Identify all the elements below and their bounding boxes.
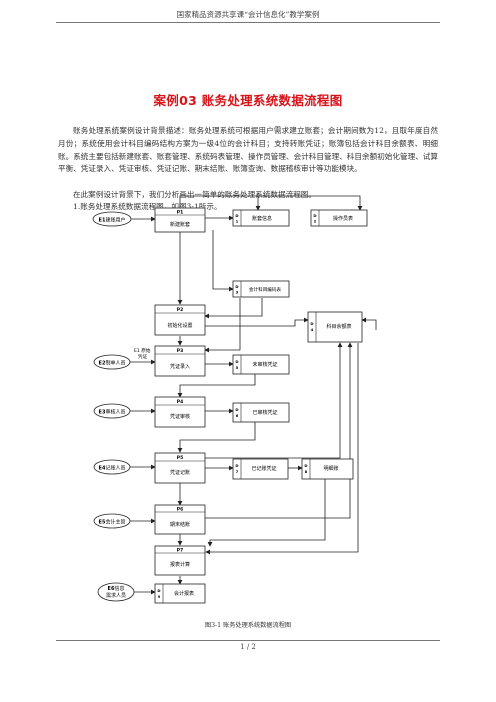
flow-label-line1: E1 原始 [134,347,151,354]
svg-text:8: 8 [305,469,308,474]
process-p5: P5 凭证记账 [154,452,206,484]
svg-text:2: 2 [314,219,317,224]
svg-text:D: D [310,321,313,326]
store-d3: D 3 会计科目编码表 [232,280,290,298]
entity-e5: E5会计主管 [93,513,131,529]
store-d6: D 6 已审核凭证 [232,402,290,423]
entity-e5-label: 会计主管 [105,519,125,526]
background-paragraph: 账务处理系统案例设计背景描述：账务处理系统可根据用户需求建立账套；会计期间数为1… [58,126,438,174]
page-number: 1 / 2 [240,643,256,651]
store-d7: D 7 已记账凭证 [232,458,289,480]
page-title: 案例03 账务处理系统数据流程图 [153,93,343,108]
process-p5-label: 凭证记账 [170,469,190,476]
entity-e6: E6信息 需求人员 [97,582,135,602]
svg-text:D: D [313,213,316,218]
store-d4-label: 科目余额表 [326,323,351,330]
svg-text:D: D [304,463,307,468]
entity-e2-label: 制单人员 [105,360,125,367]
entity-e2-code: E2 [99,361,106,367]
store-d9-label: 会计报表 [174,590,194,597]
store-d2-label: 操作员表 [333,215,353,222]
intro-paragraph: 在此案例设计背景下，我们分析画出一简单的账务处理系统数据流程图。 [73,190,316,199]
svg-text:E6信息: E6信息 [108,585,125,592]
store-d4: D 4 科目余额表 [307,311,363,343]
process-p2-code: P2 [177,307,183,313]
process-p7-label: 报表计算 [170,561,190,568]
store-d1: D 1 账套信息 [232,209,290,227]
store-d1-label: 账套信息 [252,215,272,222]
process-p6: P6 期末结账 [154,504,206,535]
process-p6-label: 期末结账 [170,521,190,528]
process-p5-code: P5 [177,455,183,461]
page-header: 国家精品资源共享课“会计信息化”教学案例 [176,10,320,19]
store-d8: D 8 明细账 [301,458,354,480]
store-d9: D 9 会计报表 [154,583,206,604]
store-d5-label: 未审核凭证 [252,361,277,368]
svg-text:D: D [235,407,238,412]
entity-e1-code: E1 [99,218,106,224]
svg-text:4: 4 [311,327,314,332]
process-p2: P2 初始化设置 [154,304,206,336]
svg-text:D: D [157,588,160,593]
svg-text:D: D [235,284,238,289]
footer-divider [56,640,440,641]
svg-text:E4记账人员: E4记账人员 [99,465,126,472]
svg-text:3: 3 [236,290,239,295]
store-d2: D 2 操作员表 [310,209,368,227]
svg-text:D: D [235,213,238,218]
entity-e6-code: E6 [108,586,115,592]
process-p3: P3 凭证录入 [154,345,206,377]
svg-text:E3审核人员: E3审核人员 [99,409,126,416]
svg-text:9: 9 [158,594,161,599]
store-d5: D 5 未审核凭证 [232,354,290,375]
store-d7-label: 已记账凭证 [251,465,276,472]
entity-e3-code: E3 [99,410,106,416]
figure-caption: 图3-1 账务处理系统数据流程图 [204,622,292,629]
svg-text:6: 6 [236,413,239,418]
process-p7-code: P7 [177,548,183,554]
process-p1-label: 新建账套 [170,221,190,228]
svg-text:5: 5 [236,365,239,370]
entity-e3-label: 审核人员 [105,409,125,416]
entity-e1: E1建账用户 [92,211,132,227]
process-p3-label: 凭证录入 [170,363,190,370]
entity-e4-label: 记账人员 [105,465,125,472]
process-p7: P7 报表计算 [154,545,206,576]
entity-e6-label1: 信息 [114,585,124,592]
process-p4-label: 凭证审核 [170,413,190,420]
svg-text:1: 1 [236,219,239,224]
entity-e1-label: 建账用户 [105,217,125,224]
header-divider [56,22,440,23]
svg-text:D: D [235,463,238,468]
process-p1: P1 新建账套 [154,207,206,233]
store-d3-label: 会计科目编码表 [249,286,282,293]
entity-e2: E2制单人员 [93,354,131,370]
store-d8-label: 明细账 [323,465,338,472]
store-d6-label: 已审核凭证 [252,409,277,416]
process-p3-code: P3 [177,348,183,354]
process-p4-code: P4 [177,399,183,405]
figure-reference: 1.账务处理系统数据流程图，如图3-1所示。 [73,202,222,211]
entity-e6-label2: 需求人员 [106,592,126,599]
process-p4: P4 凭证审核 [154,396,206,428]
svg-text:D: D [235,359,238,364]
entity-e4-code: E4 [99,466,106,472]
svg-text:7: 7 [236,469,239,474]
process-p1-code: P1 [177,210,183,216]
process-p2-label: 初始化设置 [167,322,192,329]
process-p6-code: P6 [177,507,183,513]
svg-text:E2制单人员: E2制单人员 [99,360,126,367]
entity-e3: E3审核人员 [93,403,131,419]
entity-e4: E4记账人员 [93,459,131,475]
entity-e5-code: E5 [99,520,106,526]
flow-label-line2: 凭证 [138,353,148,360]
svg-text:E1建账用户: E1建账用户 [99,217,126,224]
svg-text:E5会计主管: E5会计主管 [99,519,126,526]
